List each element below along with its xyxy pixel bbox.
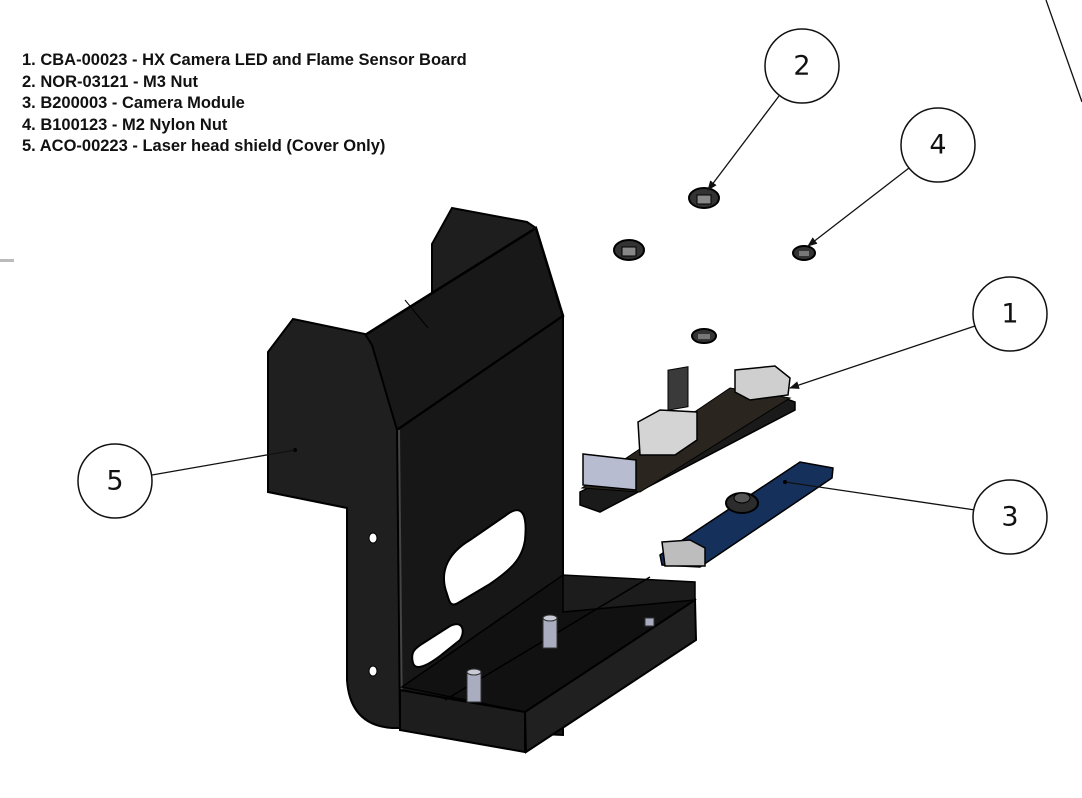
balloon-5: 5	[77, 443, 153, 519]
balloon-label: 2	[793, 51, 810, 82]
mounting-hole	[368, 532, 378, 544]
balloon-label: 3	[1001, 502, 1018, 533]
balloon-1: 1	[972, 276, 1048, 352]
sheet-mark	[0, 259, 14, 262]
parts-list-item: 1. CBA-00023 - HX Camera LED and Flame S…	[22, 51, 467, 69]
camera-pcb	[659, 461, 834, 568]
balloon-4: 4	[900, 107, 976, 183]
balloon-2: 2	[764, 28, 840, 104]
standoff	[466, 668, 482, 703]
leader-line-3	[784, 481, 976, 511]
camera-connector	[661, 539, 706, 567]
flame-sensor	[667, 366, 689, 411]
shield-oval-cutout	[442, 509, 527, 606]
pcb-connector	[582, 453, 637, 491]
leader-line-1	[789, 325, 976, 389]
camera-module	[659, 461, 834, 568]
shield-left-panel	[267, 317, 402, 729]
m2-nylon-nut	[792, 245, 816, 261]
standoff	[542, 614, 558, 649]
parts-list-item: 3. B200003 - Camera Module	[22, 94, 245, 112]
pcb-connector	[637, 409, 698, 456]
leader-line-4	[807, 167, 910, 247]
sheet-border-line	[1045, 0, 1082, 103]
parts-list-item: 2. NOR-03121 - M3 Nut	[22, 72, 199, 91]
leader-line-5	[151, 449, 296, 476]
leader-anchor-dot	[783, 480, 787, 484]
led-flame-sensor-board	[579, 365, 796, 513]
balloon-3: 3	[972, 479, 1048, 555]
shield-slot-cutout	[411, 623, 464, 669]
pcb-connector	[734, 365, 791, 401]
roof-mark	[404, 299, 429, 329]
leader-line-2	[707, 95, 780, 191]
balloon-label: 1	[1001, 299, 1018, 330]
standoff	[644, 617, 655, 627]
m2-nylon-nut	[691, 328, 717, 344]
parts-list-item: 4. B100123 - M2 Nylon Nut	[22, 115, 228, 134]
mounting-hole	[368, 665, 378, 677]
laser-head-shield	[267, 206, 698, 754]
parts-list-item: 5. ACO-00223 - Laser head shield (Cover …	[22, 137, 386, 155]
balloon-label: 4	[929, 130, 946, 161]
m3-nut	[613, 239, 645, 261]
shield-tray-side-wall	[523, 598, 698, 754]
shield-fold-edge	[398, 429, 403, 729]
parts-list: 1. CBA-00023 - HX Camera LED and Flame S…	[22, 50, 467, 158]
m3-nut	[688, 187, 720, 209]
balloon-label: 5	[106, 466, 123, 497]
